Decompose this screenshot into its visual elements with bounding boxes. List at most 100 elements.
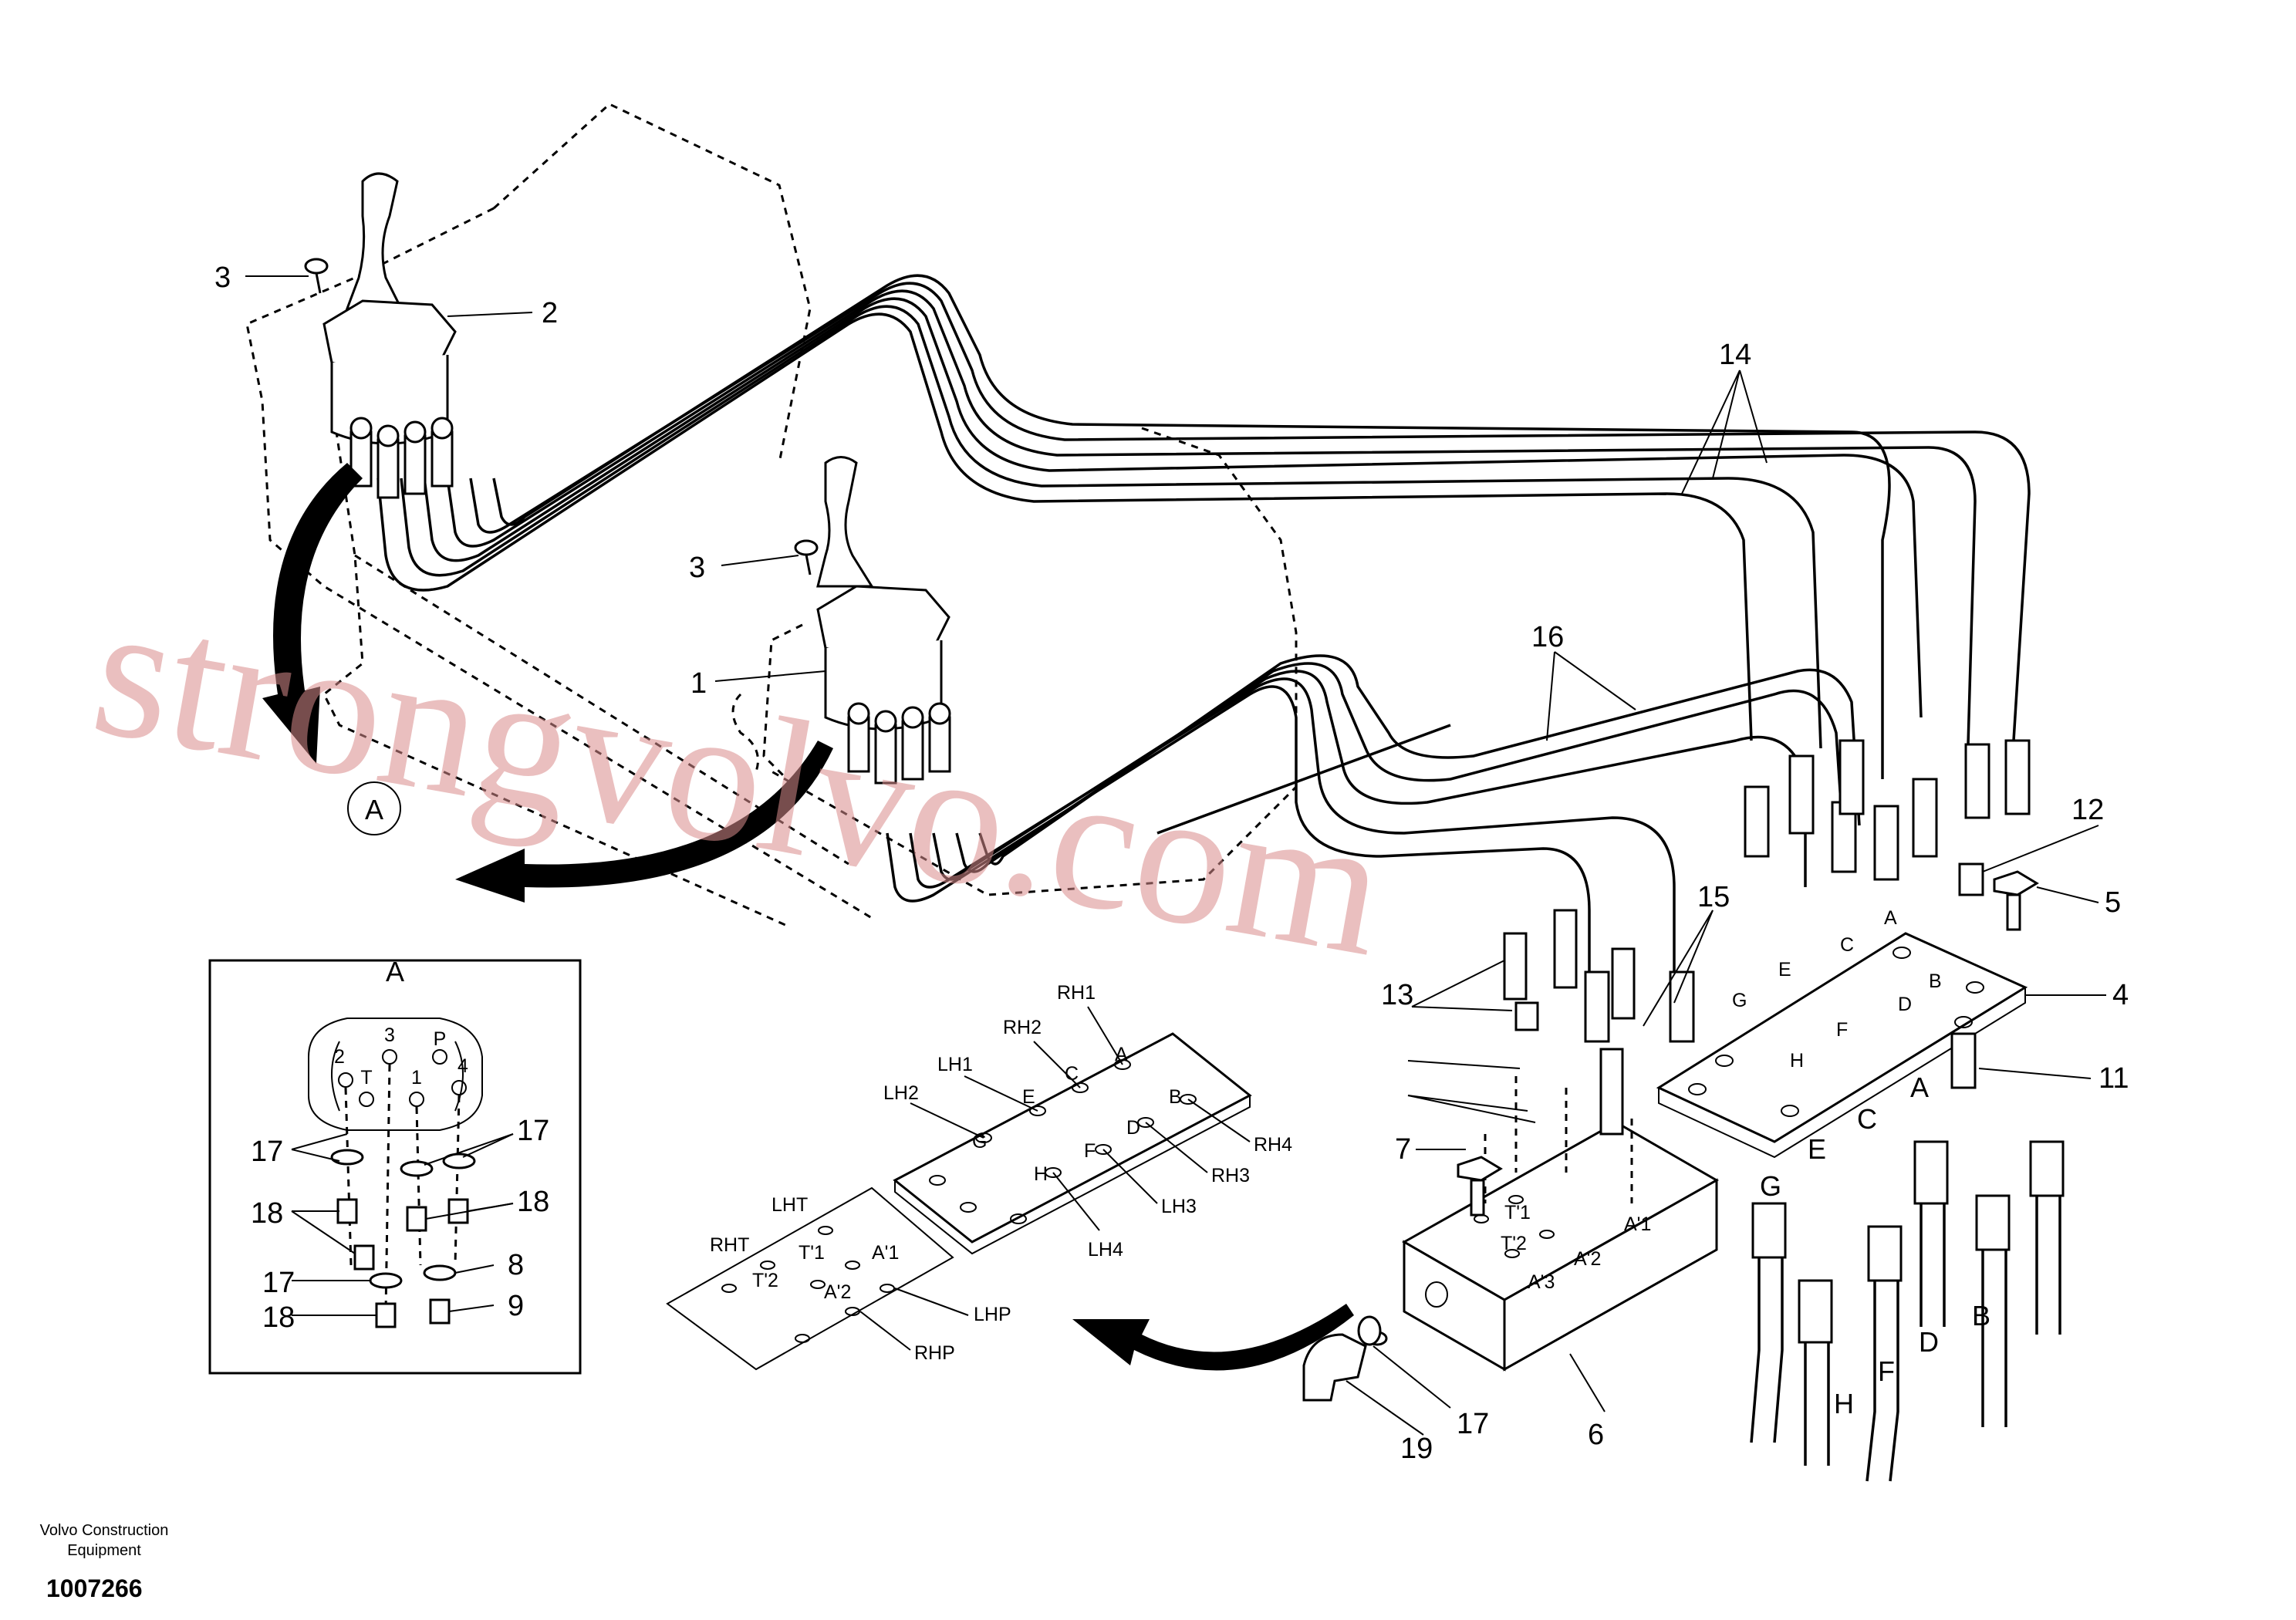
- detail-port-p: P: [434, 1028, 447, 1050]
- hose-end-a: A: [1910, 1072, 1929, 1103]
- left-plate-lh4: LH4: [1088, 1239, 1123, 1261]
- fitting-12: [1958, 862, 1984, 896]
- detail-title: A: [386, 956, 404, 987]
- hose-end-h: H: [1834, 1388, 1854, 1419]
- footer-company-line1: Volvo Construction: [40, 1522, 169, 1539]
- detail-view-a: A 3 P 2 T 1 4: [208, 956, 582, 1375]
- detail-port-3: 3: [384, 1024, 395, 1046]
- left-plate-rh4: RH4: [1254, 1134, 1292, 1156]
- detail-callout-18b: 18: [517, 1186, 549, 1218]
- block-a1: A'1: [1624, 1213, 1651, 1235]
- right-plate-d: D: [1898, 994, 1912, 1015]
- lower-plate-a1: A'1: [872, 1242, 899, 1264]
- left-plate-g: G: [972, 1131, 987, 1153]
- left-plate-lh3: LH3: [1161, 1196, 1197, 1217]
- lower-plate-t2: T'2: [752, 1270, 778, 1291]
- fitting-11: [1950, 1032, 1977, 1089]
- detail-callout-18a: 18: [251, 1197, 283, 1230]
- joystick-left-fittings: [349, 417, 454, 499]
- hose-end-fittings: [1503, 739, 2031, 1136]
- hose-end-d: D: [1919, 1326, 1939, 1358]
- callout-2: 2: [542, 297, 558, 329]
- hose-end-g: G: [1760, 1170, 1781, 1202]
- lower-plate-t1: T'1: [799, 1242, 825, 1264]
- callout-5: 5: [2105, 886, 2121, 919]
- callouts: 3 2 3 1 14 16 15 12 5 13 4 11 7 6 17 19: [214, 262, 2129, 1465]
- detail-callout-17a: 17: [251, 1136, 283, 1168]
- right-plate-a: A: [1884, 907, 1897, 929]
- o-ring-17: [1357, 1315, 1382, 1346]
- lower-plate-lhp: LHP: [974, 1304, 1011, 1325]
- callout-13: 13: [1381, 979, 1413, 1011]
- callout-14: 14: [1719, 339, 1751, 371]
- hose-bundle-lower: [886, 654, 1861, 972]
- callout-3-upper: 3: [214, 262, 231, 294]
- left-plate-rh1: RH1: [1057, 982, 1096, 1004]
- right-plate-g: G: [1732, 990, 1747, 1011]
- footer: Volvo Construction Equipment 1007266: [40, 1522, 169, 1602]
- detail-callout-17c: 17: [262, 1267, 295, 1299]
- left-plate-b: B: [1169, 1086, 1182, 1108]
- lower-plate-rhp: RHP: [914, 1342, 955, 1364]
- joystick-left: [322, 172, 457, 499]
- detail-port-4: 4: [458, 1055, 468, 1077]
- lower-plate-a2: A'2: [824, 1281, 851, 1303]
- detail-callout-8: 8: [508, 1249, 524, 1281]
- callout-17: 17: [1457, 1408, 1489, 1440]
- watermark: strongvolvo.com: [80, 561, 1400, 997]
- view-a-marker: A: [347, 781, 401, 835]
- left-plate-e: E: [1022, 1086, 1035, 1108]
- right-plate-c: C: [1840, 934, 1854, 956]
- left-plate-lh1: LH1: [937, 1054, 973, 1075]
- callout-7: 7: [1395, 1133, 1411, 1166]
- detail-port-t: T: [360, 1067, 372, 1088]
- hose-end-e: E: [1808, 1133, 1826, 1165]
- joystick-right: [816, 456, 951, 785]
- left-plate-rh2: RH2: [1003, 1017, 1042, 1038]
- block-t2: T'2: [1501, 1233, 1527, 1254]
- right-plate-e: E: [1778, 959, 1791, 980]
- callout-3-lower: 3: [689, 552, 705, 584]
- lower-hose-ends: G E C A H F D B: [1750, 1072, 2065, 1482]
- callout-12: 12: [2071, 794, 2104, 826]
- hose-end-f: F: [1878, 1355, 1895, 1387]
- left-plate-f: F: [1084, 1140, 1096, 1162]
- right-plate-h: H: [1790, 1050, 1804, 1072]
- footer-company-line2: Equipment: [67, 1542, 141, 1559]
- callout-16: 16: [1531, 621, 1564, 653]
- valve-block: T'1 T'2 A'1 A'2 A'3: [1401, 1076, 1720, 1372]
- detail-port-2: 2: [334, 1046, 345, 1068]
- callout-4: 4: [2112, 979, 2129, 1011]
- detail-callout-18c: 18: [262, 1301, 295, 1334]
- joystick-right-fittings: [847, 702, 951, 785]
- left-plate-h: H: [1034, 1163, 1048, 1185]
- left-plate-c: C: [1065, 1063, 1079, 1085]
- arrow-block-to-lower-plate: [1072, 1304, 1354, 1371]
- left-plate-rh3: RH3: [1211, 1165, 1250, 1186]
- block-a2: A'2: [1574, 1248, 1601, 1270]
- lower-plate-rht: RHT: [710, 1234, 749, 1256]
- footer-drawing-number: 1007266: [46, 1574, 143, 1602]
- bolt-7: [1457, 1156, 1503, 1217]
- bolt-5: [1993, 870, 2039, 931]
- left-plate-a: A: [1115, 1044, 1128, 1065]
- right-plate-f: F: [1836, 1019, 1848, 1041]
- screw-upper: [304, 258, 329, 294]
- screw-lower: [794, 539, 819, 575]
- port-plate-lower: LHT RHT T'1 T'2 A'1 A'2 LHP RHP: [666, 1186, 1011, 1371]
- right-plate-b: B: [1929, 970, 1942, 992]
- left-plate-lh2: LH2: [883, 1082, 919, 1104]
- block-t1: T'1: [1504, 1202, 1531, 1223]
- hose-end-b: B: [1972, 1300, 1990, 1331]
- left-plate-d: D: [1126, 1117, 1140, 1139]
- block-a3: A'3: [1528, 1271, 1555, 1293]
- console-outline: [245, 103, 1298, 927]
- lower-plate-lht: LHT: [772, 1194, 808, 1216]
- leader-lines: [245, 275, 2106, 1436]
- callout-11: 11: [2098, 1062, 2129, 1095]
- callout-1: 1: [690, 667, 707, 700]
- arrow-joystick-left-to-detail: [262, 463, 363, 764]
- detail-port-1: 1: [411, 1067, 422, 1088]
- hose-bundle-upper: [376, 274, 2031, 779]
